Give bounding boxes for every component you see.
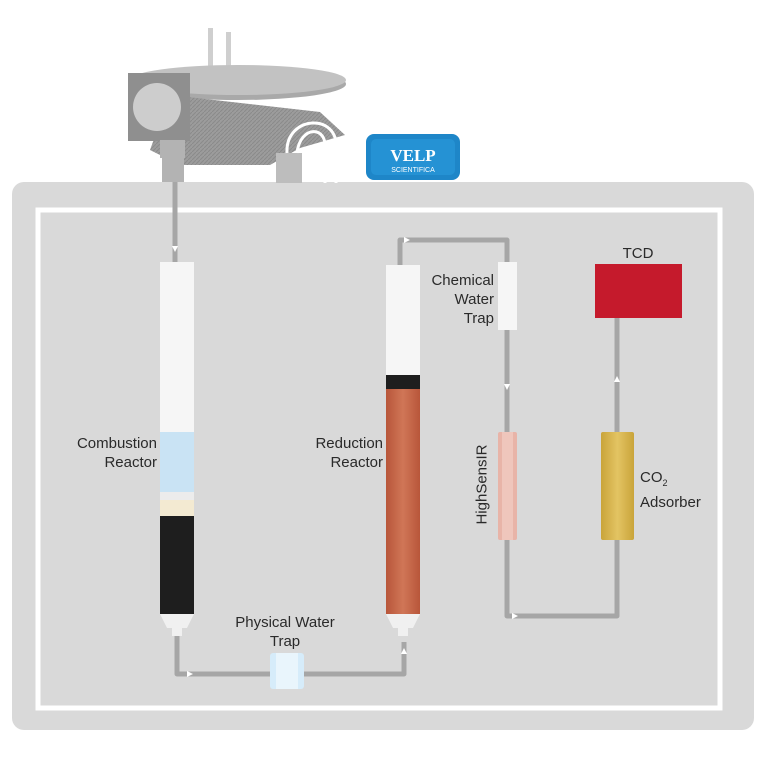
co2-adsorber-label: CO2 Adsorber <box>640 469 701 511</box>
logo-text-scientifica: SCIENTIFICA <box>391 167 435 174</box>
up-arrow-icon <box>614 376 620 382</box>
highsensir-label: HighSensIR <box>473 444 491 525</box>
reduction-reactor <box>386 265 420 636</box>
physical-water-trap <box>270 653 304 689</box>
combustion-reactor-label: Combustion Reactor <box>76 435 157 471</box>
right-arrow-icon <box>512 613 518 619</box>
down-arrow-icon <box>504 384 510 390</box>
velp-logo: VELP SCIENTIFICA <box>366 134 460 180</box>
right-arrow-icon <box>404 237 410 243</box>
chemical-water-trap-label: Chemical Water Trap <box>431 272 494 327</box>
tcd-label: TCD <box>622 245 654 262</box>
right-arrow-icon <box>187 671 193 677</box>
physical-water-trap-label: Physical Water Trap <box>235 614 335 650</box>
co2-adsorber <box>601 432 634 540</box>
up-arrow-icon <box>401 648 407 654</box>
flow-arrows <box>172 237 620 677</box>
down-arrow-icon <box>172 246 178 252</box>
reduction-reactor-label: Reduction Reactor <box>315 435 383 471</box>
chemical-water-trap <box>498 262 517 330</box>
highsensir-detector <box>498 432 517 540</box>
logo-text-velp: VELP <box>390 146 435 165</box>
combustion-reactor <box>160 262 194 636</box>
autosampler <box>128 28 346 183</box>
tcd-detector <box>595 264 682 318</box>
